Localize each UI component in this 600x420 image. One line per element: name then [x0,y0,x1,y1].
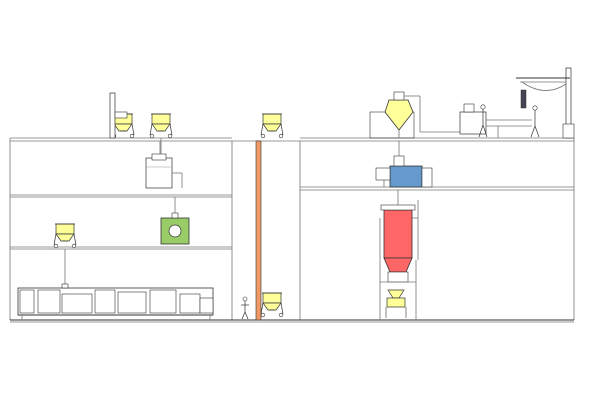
charging-station [459,103,532,138]
lift-shaft-column [255,140,262,321]
ibc-bin-icon [53,223,77,249]
ibc-bin-icon [385,289,407,318]
packaging-line [17,283,214,320]
building-structure [9,137,575,323]
fluid-bed-dryer-icon [379,190,419,283]
mill-unit [145,141,183,189]
coater-icon [160,197,190,245]
ibc-bin-icon [260,113,284,139]
lift-shaft [255,140,262,321]
cone-hopper-icon [369,91,462,139]
jib-crane-icon [516,67,575,139]
operator-icon [478,104,488,138]
roof-filter-unit [109,92,128,139]
operator-icon [241,296,249,320]
operator-icon [530,105,540,138]
tablet-press-icon [375,141,433,188]
ibc-bin-icon [260,292,284,318]
ibc-bin-icon [149,113,173,139]
